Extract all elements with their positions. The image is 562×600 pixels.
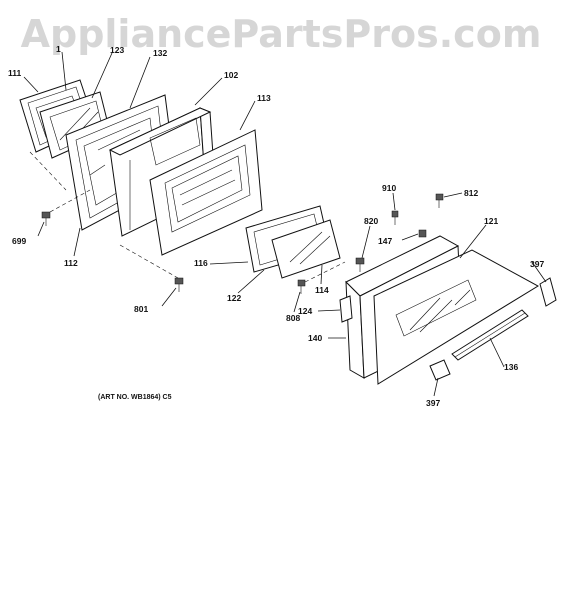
callout-140: 140 xyxy=(308,333,322,343)
part-397-end-cap-top xyxy=(539,277,557,307)
part-812-screw xyxy=(435,193,444,208)
callout-801: 801 xyxy=(134,304,148,314)
callout-397-top: 397 xyxy=(530,259,544,269)
callout-122: 122 xyxy=(227,293,241,303)
callout-116: 116 xyxy=(194,258,208,268)
part-808-screw xyxy=(297,279,306,294)
alignment-line xyxy=(49,189,91,213)
callout-113: 113 xyxy=(257,93,271,103)
part-113-door-panel xyxy=(149,129,263,256)
callout-910: 910 xyxy=(382,183,396,193)
part-136-handle xyxy=(451,309,529,361)
leader-lines xyxy=(23,51,547,397)
callout-124: 124 xyxy=(298,306,312,316)
part-910-screw xyxy=(391,210,399,225)
part-397-end-cap-bottom xyxy=(429,359,451,381)
callout-112: 112 xyxy=(64,258,78,268)
callout-123: 123 xyxy=(110,45,124,55)
part-114-glass xyxy=(271,219,341,279)
callout-1: 1 xyxy=(56,44,61,54)
callout-102: 102 xyxy=(224,70,238,80)
part-124-handle-trim xyxy=(339,295,353,323)
callout-147: 147 xyxy=(378,236,392,246)
part-820-screw xyxy=(355,257,365,272)
part-801-screw xyxy=(174,277,184,292)
callout-111: 111 xyxy=(8,68,22,78)
alignment-line xyxy=(29,151,67,191)
callout-397-bottom: 397 xyxy=(426,398,440,408)
callout-132: 132 xyxy=(153,48,167,58)
callout-114: 114 xyxy=(315,285,329,295)
callout-812: 812 xyxy=(464,188,478,198)
alignment-line xyxy=(304,261,346,283)
callout-808: 808 xyxy=(286,313,300,323)
callout-121: 121 xyxy=(484,216,498,226)
part-699-screw xyxy=(41,211,51,226)
callout-820: 820 xyxy=(364,216,378,226)
callout-136: 136 xyxy=(504,362,518,372)
watermark-text: AppliancePartsPros.com xyxy=(20,12,542,56)
part-121-outer-glass xyxy=(373,249,539,385)
art-number-caption: (ART NO. WB1864) C5 xyxy=(98,394,172,401)
part-147-clip xyxy=(418,229,427,238)
callout-699: 699 xyxy=(12,236,26,246)
